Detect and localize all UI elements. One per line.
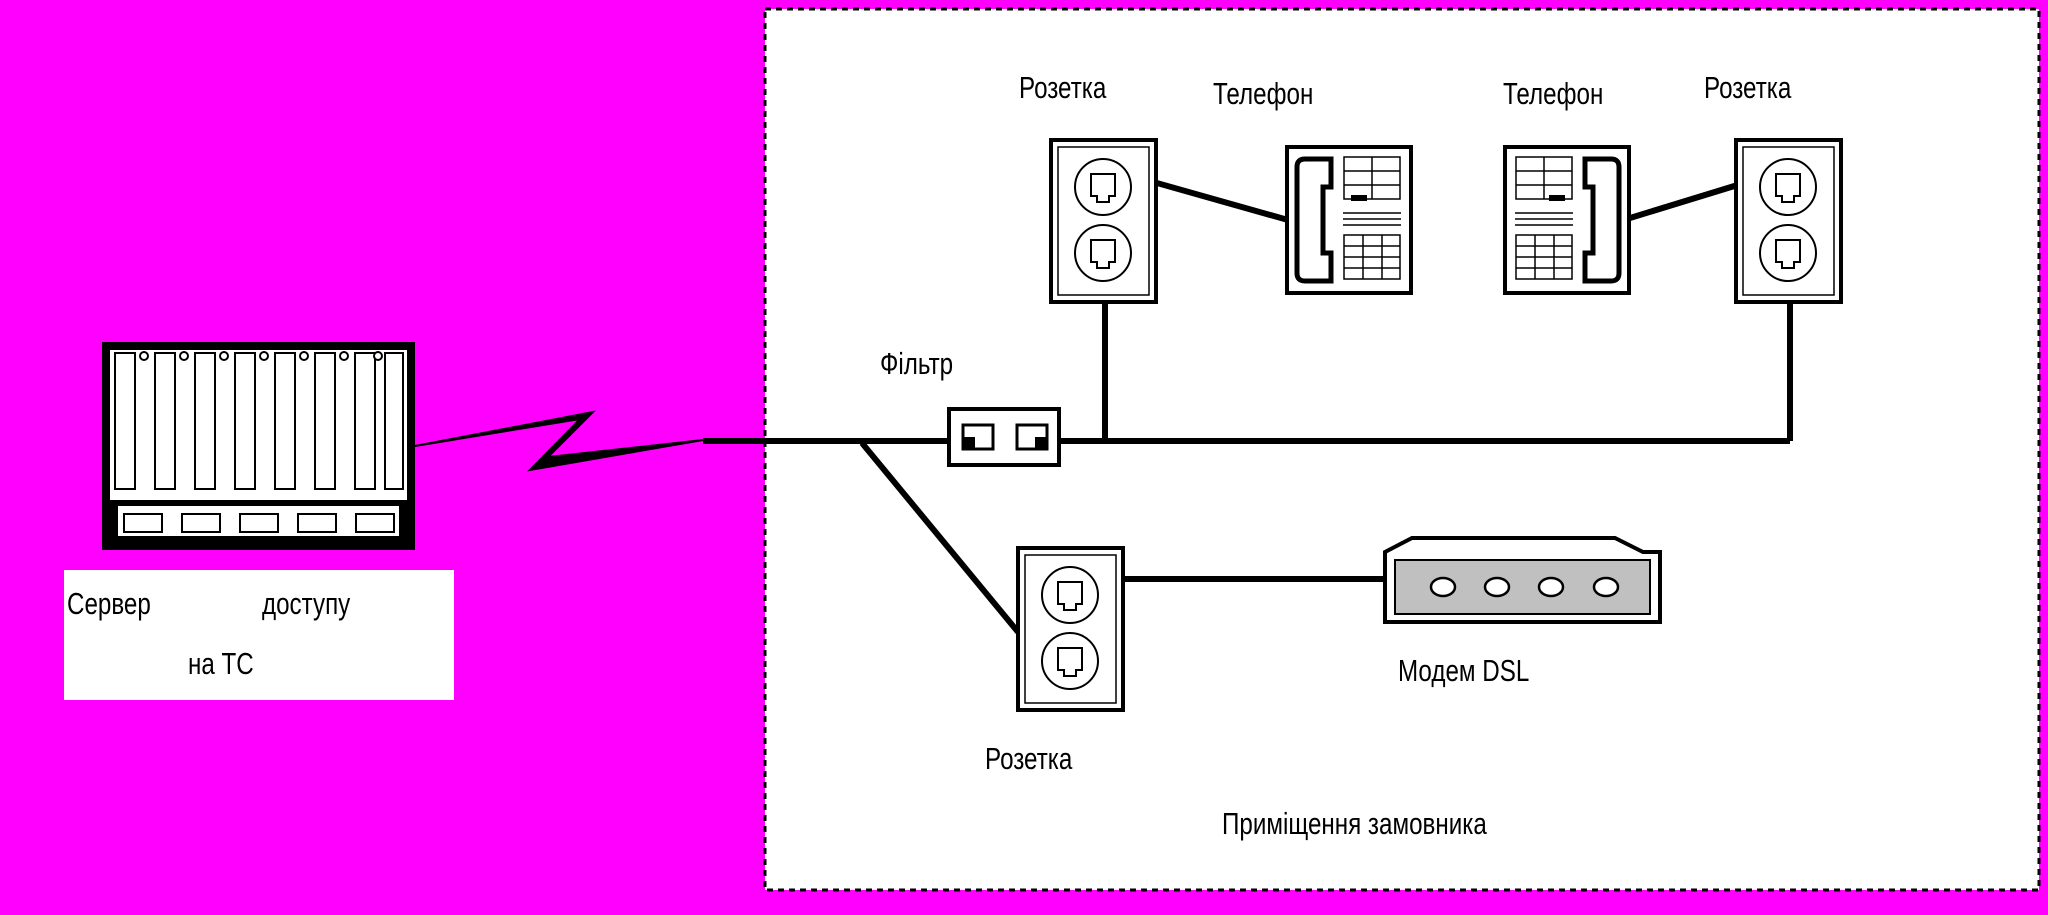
- socket-top-right-label: Розетка: [1704, 70, 1792, 105]
- telephone-icon: [1503, 145, 1631, 295]
- server-label-line1-b: доступу: [262, 586, 351, 621]
- wall-socket-icon: [1049, 138, 1158, 304]
- phone-left-label: Телефон: [1213, 76, 1314, 111]
- server-label-box: [64, 570, 454, 700]
- modem-label: Модем DSL: [1398, 653, 1530, 688]
- telephone-icon: [1285, 145, 1413, 295]
- server-label-line1-a: Сервер: [67, 586, 151, 621]
- premises-label: Приміщення замовника: [1222, 806, 1487, 841]
- wall-socket-icon: [1734, 138, 1843, 304]
- filter-icon: [947, 407, 1061, 467]
- lightning-link-icon: [414, 410, 704, 472]
- access-server-icon: [102, 342, 415, 550]
- wall-socket-icon: [1016, 546, 1125, 712]
- socket-bottom-label: Розетка: [985, 741, 1073, 776]
- branch-to-bottom-socket: [859, 441, 1021, 634]
- socket-top-left-label: Розетка: [1019, 70, 1107, 105]
- dsl-modem-icon: [1383, 536, 1662, 624]
- filter-label: Фільтр: [880, 346, 954, 381]
- server-label-line2: на ТС: [188, 646, 254, 681]
- phone-right-label: Телефон: [1503, 76, 1604, 111]
